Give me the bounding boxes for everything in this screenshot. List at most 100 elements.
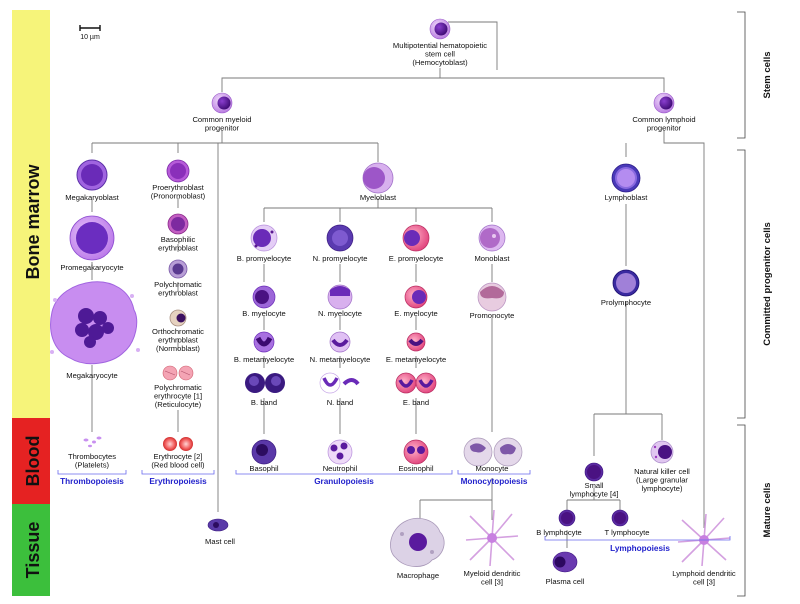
- basophil-label-line: Basophil: [249, 464, 278, 473]
- orthochromatic-label-line: erythroblast: [158, 336, 199, 345]
- erythrocyte-label-line: Erythrocyte [2]: [154, 452, 203, 461]
- hsc-cell: [429, 18, 451, 40]
- lymphoid-dc-label-line: cell [3]: [693, 578, 715, 587]
- megakaryocyte-label: Megakaryocyte: [66, 371, 118, 380]
- lymphoblast-cell: [611, 163, 641, 193]
- connector-lines: [91, 21, 705, 548]
- polychromatic-erythroblast-cell: [168, 259, 188, 279]
- n-promyelocyte-label: N. promyelocyte: [313, 254, 368, 263]
- basophil-label: Basophil: [249, 464, 278, 473]
- plasma-cell: [552, 551, 578, 573]
- myeloblast-label: Myeloblast: [360, 193, 397, 202]
- thrombopoiesis-bracket: [57, 470, 127, 475]
- monoblast-cell: [478, 224, 506, 252]
- small-lymphocyte-label-line: Small: [585, 481, 604, 490]
- monoblast-label: Monoblast: [474, 254, 510, 263]
- b-promyelocyte-label: B. promyelocyte: [237, 254, 291, 263]
- plasma-cell-label: Plasma cell: [546, 577, 585, 586]
- mast-cell: [207, 518, 229, 532]
- e-band-cell: [395, 372, 437, 394]
- monocyte-cell: [463, 437, 523, 467]
- mature-label: Mature cells: [762, 483, 773, 538]
- monocyte-label-line: Monocyte: [476, 464, 509, 473]
- nk-cell-label-line: (Large granular: [636, 476, 688, 485]
- b-metamyelocyte-label-line: B. metamyelocyte: [234, 355, 294, 364]
- b-band-cell: [245, 373, 285, 393]
- bone-marrow-label: Bone marrow: [23, 163, 43, 279]
- basophilic-erythroblast-cell: [167, 213, 189, 235]
- tissue-label: Tissue: [23, 522, 43, 579]
- eosinophil-label-line: Eosinophil: [398, 464, 433, 473]
- small-lymphocyte-label-line: lymphocyte [4]: [570, 490, 619, 499]
- megakaryoblast-label-line: Megakaryoblast: [65, 193, 119, 202]
- plasma-cell-label-line: Plasma cell: [546, 577, 585, 586]
- clp-label-line: Common lymphoid: [632, 115, 695, 124]
- granulopoiesis-label: Granulopoiesis: [314, 477, 374, 486]
- n-metamyelocyte-label: N. metamyelocyte: [310, 355, 371, 364]
- thrombopoiesis-label: Thrombopoiesis: [60, 477, 124, 486]
- n-myelocyte-label-line: N. myelocyte: [318, 309, 362, 318]
- e-band-label: E. band: [403, 398, 429, 407]
- tissue-band: [12, 504, 50, 596]
- e-metamyelocyte-label-line: E. metamyelocyte: [386, 355, 446, 364]
- myeloid-dc-label-line: cell [3]: [481, 578, 503, 587]
- erythropoiesis-label: Erythropoiesis: [149, 477, 207, 486]
- e-myelocyte-label-line: E. myelocyte: [394, 309, 437, 318]
- orthochromatic-label-line: (Normoblast): [156, 344, 200, 353]
- blood-label: Blood: [23, 436, 43, 487]
- erythropoiesis-bracket: [141, 470, 215, 475]
- cmp-label-line: Common myeloid: [192, 115, 251, 124]
- b-lymphocyte-label-line: B lymphocyte: [536, 528, 582, 537]
- n-myelocyte-cell: [327, 284, 353, 310]
- b-lymphocyte-cell: [558, 509, 576, 527]
- t-lymphocyte-label-line: T lymphocyte: [604, 528, 649, 537]
- t-lymphocyte-label: T lymphocyte: [604, 528, 649, 537]
- e-band-label-line: E. band: [403, 398, 429, 407]
- n-promyelocyte-cell: [326, 224, 354, 252]
- erythrocyte-cell: [163, 437, 193, 451]
- lymphoblast-label-line: Lymphoblast: [605, 193, 649, 202]
- monocyte-label: Monocyte: [476, 464, 509, 473]
- myeloblast-cell: [362, 162, 394, 194]
- basophilic-erythroblast-label-line: Basophilic: [161, 235, 196, 244]
- t-lymphocyte-cell: [611, 509, 629, 527]
- blood-band: [12, 418, 50, 504]
- b-myelocyte-label-line: B. myelocyte: [242, 309, 285, 318]
- e-promyelocyte-label: E. promyelocyte: [389, 254, 443, 263]
- n-band-cell: [319, 372, 360, 394]
- n-myelocyte-label: N. myelocyte: [318, 309, 362, 318]
- clp-cell: [653, 92, 675, 114]
- nk-cell-label-line: Natural killer cell: [634, 467, 690, 476]
- b-myelocyte-label: B. myelocyte: [242, 309, 285, 318]
- cmp-label-line: progenitor: [205, 124, 240, 133]
- polychromatic-erythroblast-label-line: Polychromatic: [154, 280, 202, 289]
- scale-bar-label: 10 µm: [80, 34, 100, 41]
- megakaryocyte-label-line: Megakaryocyte: [66, 371, 118, 380]
- granulopoiesis-bracket: [235, 470, 453, 475]
- macrophage-label: Macrophage: [397, 571, 439, 580]
- n-band-label: N. band: [327, 398, 354, 407]
- neutrophil-label: Neutrophil: [323, 464, 358, 473]
- reticulocyte-label-line: Polychromatic: [154, 383, 202, 392]
- monocytopoiesis-bracket: [457, 470, 531, 475]
- prolymphocyte-cell: [612, 269, 640, 297]
- lymphoid-dc-label-line: Lymphoid dendritic: [672, 569, 736, 578]
- polychromatic-erythroblast-label-line: erythroblast: [158, 289, 199, 298]
- bone-marrow-band: [12, 10, 50, 418]
- e-promyelocyte-label-line: E. promyelocyte: [389, 254, 443, 263]
- n-metamyelocyte-cell: [329, 331, 351, 353]
- neutrophil-label-line: Neutrophil: [323, 464, 358, 473]
- basophilic-erythroblast-label-line: erythroblast: [158, 244, 199, 253]
- nk-cell: [650, 440, 674, 464]
- hsc-label-line: Multipotential hematopoietic: [393, 41, 487, 50]
- stem-cells-label: Stem cells: [762, 52, 773, 99]
- neutrophil-cell: [327, 439, 353, 465]
- proerythroblast-label-line: (Pronormoblast): [151, 192, 206, 201]
